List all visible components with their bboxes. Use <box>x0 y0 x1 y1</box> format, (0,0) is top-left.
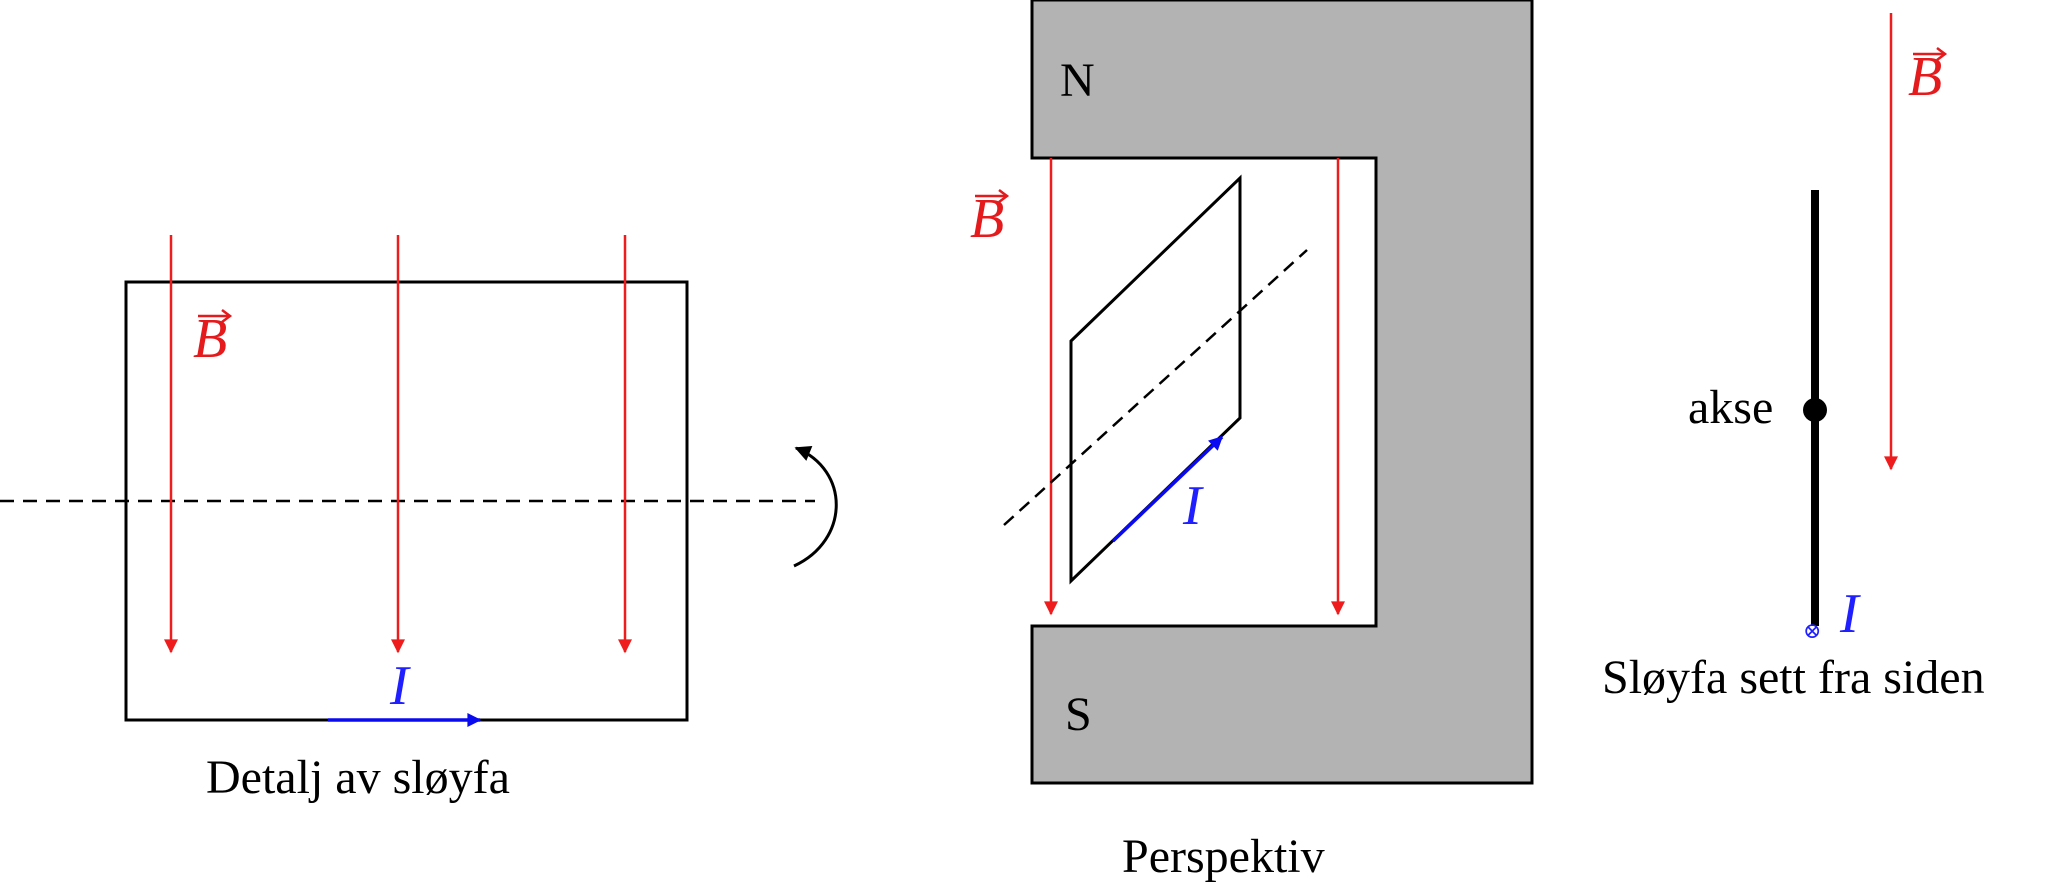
axis-label: akse <box>1688 381 1773 434</box>
field-symbol-left: B <box>193 308 233 370</box>
field-symbol-right: B <box>1908 46 1948 108</box>
current-symbol-middle: I <box>1182 475 1204 537</box>
current-arrow-middle <box>1111 435 1224 543</box>
middle-panel: N S B I Perspektiv <box>970 0 1534 883</box>
south-pole-label: S <box>1065 688 1092 741</box>
field-symbol-text: B <box>193 308 227 370</box>
field-symbol-text-middle: B <box>970 188 1004 250</box>
north-pole-label: N <box>1060 54 1095 107</box>
magnet-body <box>1030 0 1534 785</box>
current-symbol-left: I <box>389 655 411 717</box>
left-panel: B I Detalj av sløyfa <box>0 235 838 804</box>
field-symbol-text-right: B <box>1908 46 1942 108</box>
caption-middle: Perspektiv <box>1122 830 1325 883</box>
caption-left: Detalj av sløyfa <box>206 751 510 804</box>
into-page-current-icon: ⊗ <box>1803 618 1821 643</box>
rotation-arrow-icon <box>793 446 838 568</box>
caption-right: Sløyfa sett fra siden <box>1602 651 1985 704</box>
right-panel: B akse ⊗ I Sløyfa sett fra siden <box>1602 13 1985 704</box>
loop-parallelogram <box>1069 174 1242 585</box>
current-symbol-right: I <box>1839 583 1861 645</box>
field-symbol-middle: B <box>970 188 1010 250</box>
rotation-axis-perspective <box>1003 249 1308 526</box>
axis-point <box>1803 398 1827 422</box>
